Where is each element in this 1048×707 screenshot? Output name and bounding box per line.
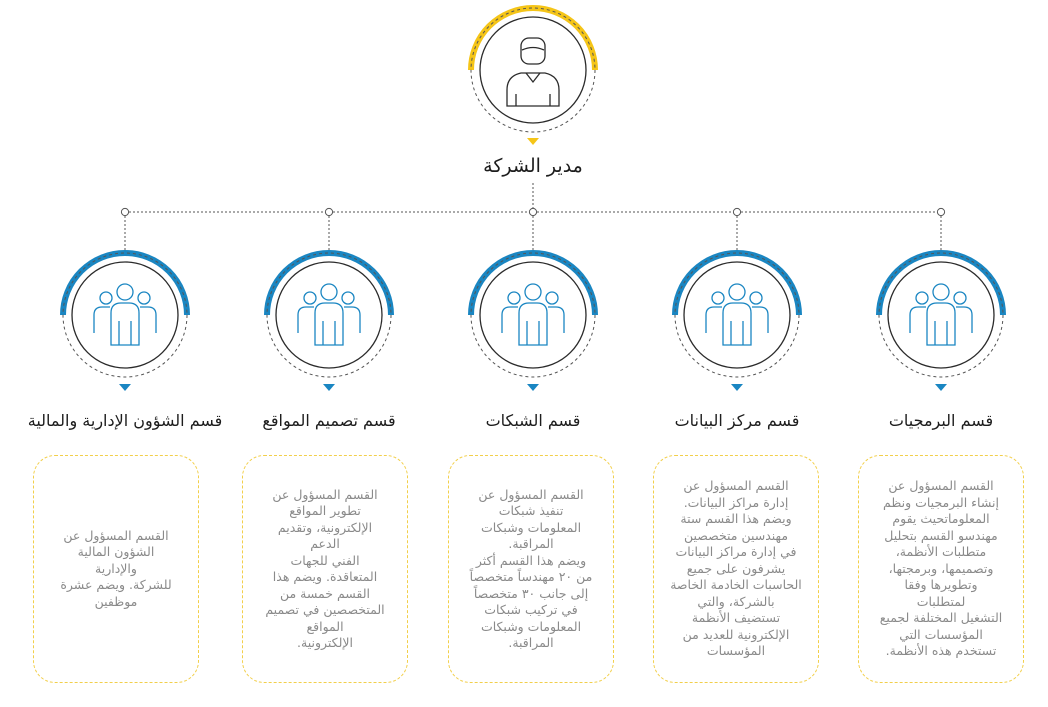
department-node [662,245,812,395]
group-icon [297,283,361,346]
department-pointer-triangle [527,384,539,391]
junction-dot [732,207,742,217]
department-description-box: القسم المسؤول عن إدارة مراكز البيانات. و… [653,455,819,683]
department-node-graphic [60,250,190,391]
department-node-graphic [672,250,802,391]
group-icon [93,283,157,346]
department-title: قسم البرمجيات [888,411,994,430]
department-node [866,245,1016,395]
department-node [254,245,404,395]
root-pointer-triangle [527,138,539,145]
root-node-graphic [468,5,598,145]
junction-dot [324,207,334,217]
department-node [50,245,200,395]
root-dashed-ring [470,7,596,133]
department-description-text: القسم المسؤول عن إدارة مراكز البيانات. و… [670,478,802,659]
department-dashed-ring [674,252,800,378]
department-inner-ring [71,261,179,369]
department-node-graphic [264,250,394,391]
department-pointer-triangle [323,384,335,391]
department-inner-ring [275,261,383,369]
department-dashed-ring [62,252,188,378]
department-pointer-triangle [731,384,743,391]
department-title: قسم الشؤون الإدارية والمالية [27,411,223,430]
group-icon [909,283,973,346]
department-description-box: القسم المسؤول عن تنفيذ شبكات المعلومات و… [448,455,614,683]
group-icon [705,283,769,346]
junction-dot [936,207,946,217]
department-description-text: القسم المسؤول عن الشؤون المالية والإداري… [60,527,172,609]
junction-dot [528,207,538,217]
person-icon [506,37,560,107]
group-icon [501,283,565,346]
department-inner-ring [683,261,791,369]
department-description-box: القسم المسؤول عن تطوير المواقع الإلكترون… [242,455,408,683]
department-description-box: القسم المسؤول عن إنشاء البرمجيات ونظم ال… [858,455,1024,683]
department-node-graphic [876,250,1006,391]
department-description-text: القسم المسؤول عن تطوير المواقع الإلكترون… [265,486,385,651]
department-node-graphic [468,250,598,391]
department-title: قسم تصميم المواقع [262,411,396,430]
department-description-box: القسم المسؤول عن الشؤون المالية والإداري… [33,455,199,683]
department-inner-ring [887,261,995,369]
root-title: مدير الشركة [483,155,583,177]
department-dashed-ring [470,252,596,378]
department-title: قسم مركز البيانات [674,411,800,430]
department-node [458,245,608,395]
root-node [458,0,608,150]
department-description-text: القسم المسؤول عن تنفيذ شبكات المعلومات و… [469,486,593,651]
department-dashed-ring [878,252,1004,378]
department-description-text: القسم المسؤول عن إنشاء البرمجيات ونظم ال… [879,478,1003,659]
root-inner-ring [479,16,587,124]
department-dashed-ring [266,252,392,378]
department-pointer-triangle [935,384,947,391]
department-inner-ring [479,261,587,369]
department-pointer-triangle [119,384,131,391]
junction-dot [120,207,130,217]
department-title: قسم الشبكات [485,411,581,430]
